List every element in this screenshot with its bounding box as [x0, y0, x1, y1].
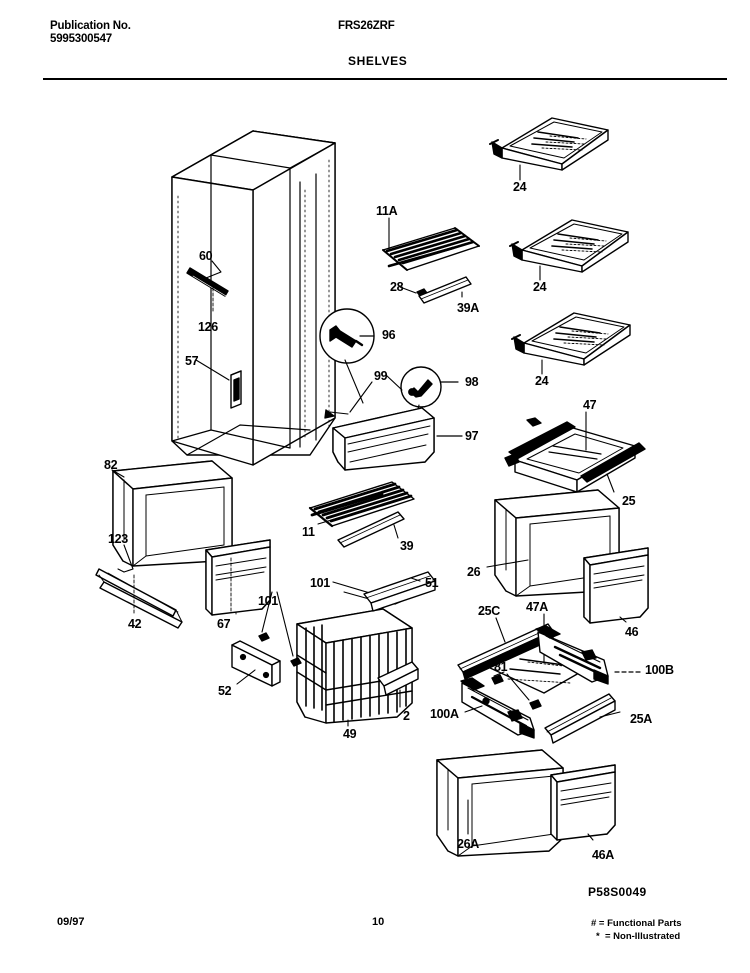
model-number: FRS26ZRF [338, 20, 395, 32]
publication-number: 5995300547 [50, 33, 112, 45]
callout-96: 96 [382, 328, 396, 342]
header-divider [43, 78, 727, 80]
callout-39A: 39A [457, 301, 480, 315]
callout-28: 28 [390, 280, 404, 294]
callout-24-bottom: 24 [535, 374, 549, 388]
callout-25A: 25A [630, 712, 653, 726]
callout-2: 2 [403, 709, 410, 723]
legend-functional-parts: # = Functional Parts [591, 918, 682, 929]
callout-47A: 47A [526, 600, 549, 614]
callout-52: 52 [218, 684, 232, 698]
callout-46: 46 [625, 625, 639, 639]
callout-39: 39 [400, 539, 414, 553]
callout-101-upper: 101 [310, 576, 330, 590]
callout-26: 26 [467, 565, 481, 579]
callout-51: 51 [425, 576, 439, 590]
callout-126: 126 [198, 320, 218, 334]
callout-24-middle: 24 [533, 280, 547, 294]
callout-60: 60 [199, 249, 213, 263]
callout-49: 49 [343, 727, 357, 741]
callout-26A: 26A [457, 837, 480, 851]
callout-24-top: 24 [513, 180, 527, 194]
callout-11A: 11A [376, 204, 398, 218]
callout-123: 123 [108, 532, 128, 546]
drawing-code: P58S0049 [588, 885, 647, 899]
callout-100B: 100B [645, 663, 674, 677]
callout-57: 57 [185, 354, 199, 368]
revision-date: 09/97 [57, 916, 85, 928]
page-number: 10 [372, 916, 385, 928]
callout-100A: 100A [430, 707, 459, 721]
callout-97: 97 [465, 429, 479, 443]
page-title: SHELVES [348, 54, 408, 68]
callout-25: 25 [622, 494, 636, 508]
callout-101-lower: 101 [258, 594, 278, 608]
legend-non-illustrated: * = Non-Illustrated [596, 931, 681, 942]
callout-81: 81 [494, 660, 508, 674]
callout-42: 42 [128, 617, 142, 631]
callout-67: 67 [217, 617, 231, 631]
callout-47: 47 [583, 398, 597, 412]
publication-label: Publication No. [50, 20, 131, 32]
callout-11: 11 [302, 525, 315, 539]
callout-46A: 46A [592, 848, 615, 862]
callout-25C: 25C [478, 604, 501, 618]
callout-98: 98 [465, 375, 479, 389]
callout-82: 82 [104, 458, 118, 472]
callout-99: 99 [374, 369, 388, 383]
